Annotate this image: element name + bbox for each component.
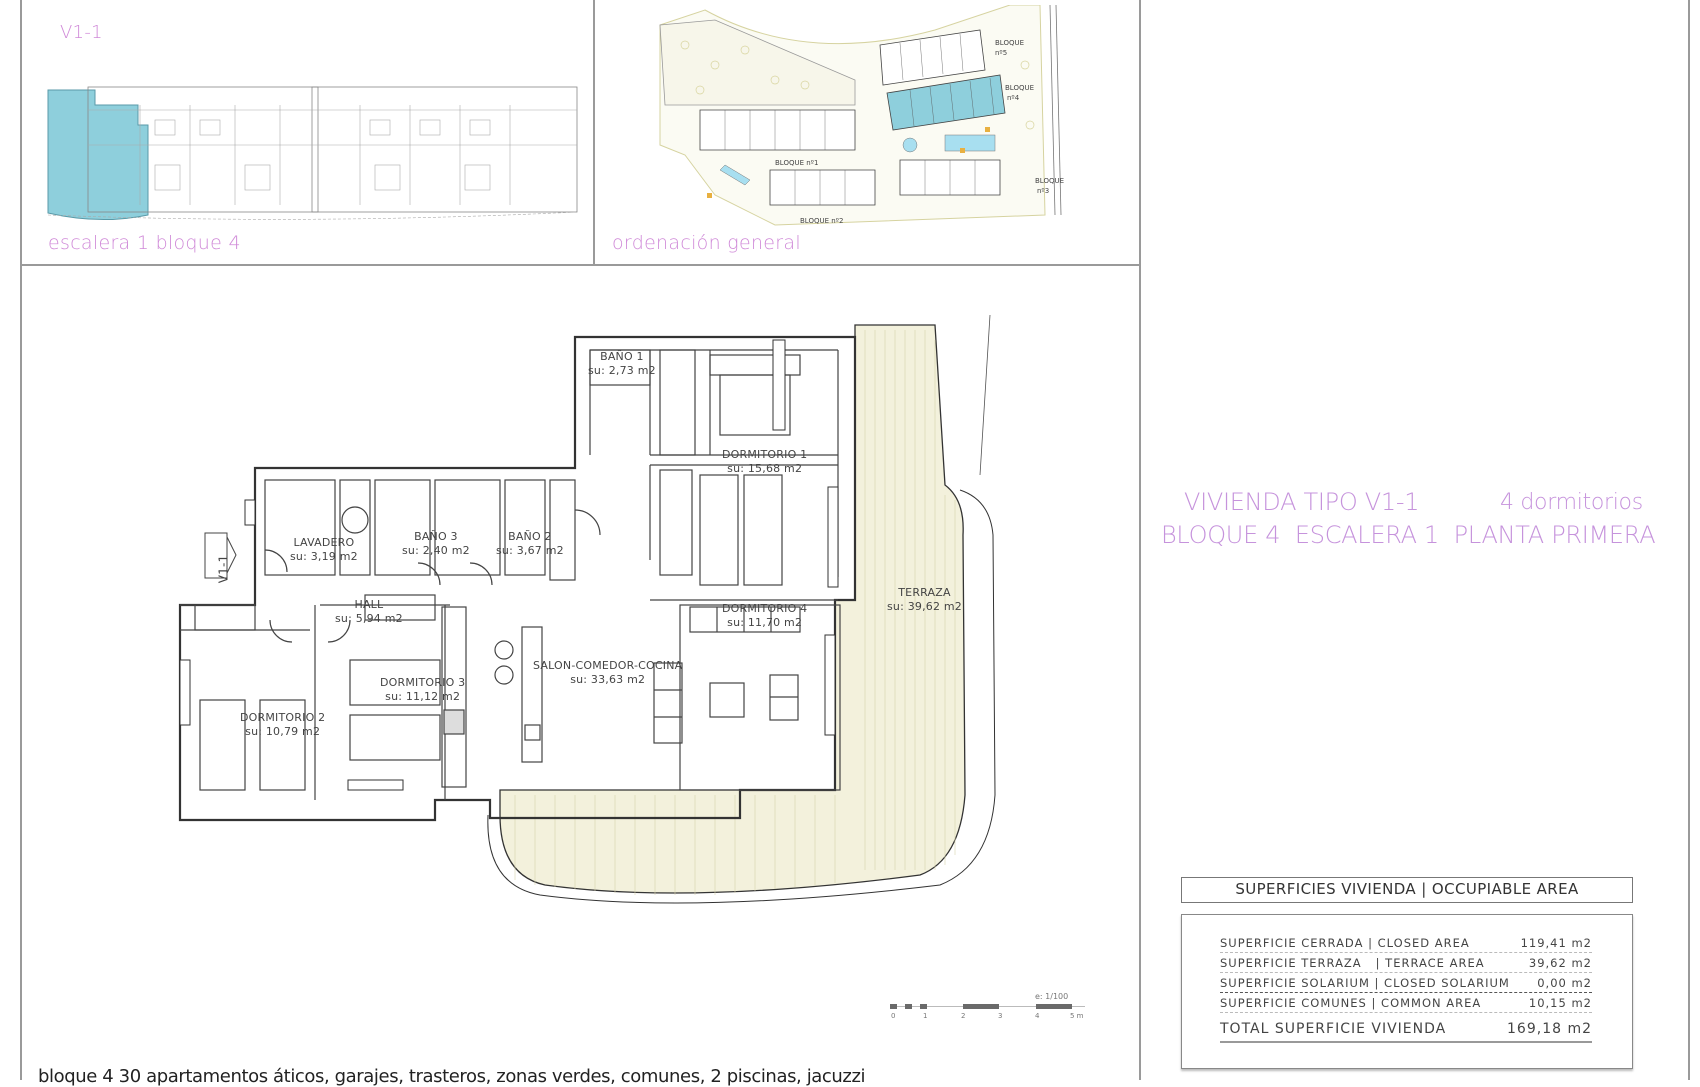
svg-text:BLOQUE: BLOQUE bbox=[1035, 177, 1064, 185]
title-location: BLOQUE 4 ESCALERA 1 PLANTA PRIMERA bbox=[1161, 521, 1656, 549]
scale-tick: 2 bbox=[961, 1012, 966, 1020]
scale-bar: e: 1/100 0 1 2 3 4 5 m bbox=[890, 992, 1090, 1034]
scale-tick: 0 bbox=[891, 1012, 896, 1020]
svg-text:nº3: nº3 bbox=[1037, 187, 1049, 195]
frame-right-border bbox=[1688, 0, 1690, 1080]
svg-text:BLOQUE nº2: BLOQUE nº2 bbox=[800, 217, 843, 225]
scale-tick: 1 bbox=[923, 1012, 928, 1020]
top-panel-bottom-line bbox=[20, 264, 1141, 266]
scale-segment bbox=[963, 1004, 999, 1009]
scale-segment bbox=[1036, 1004, 1072, 1009]
thumb-caption-left: escalera 1 bloque 4 bbox=[48, 232, 241, 254]
thumb-caption-right: ordenación general bbox=[612, 232, 801, 254]
block-4-floor-thumbnail bbox=[47, 86, 578, 221]
svg-text:BLOQUE nº1: BLOQUE nº1 bbox=[775, 159, 818, 167]
svg-text:nº4: nº4 bbox=[1007, 94, 1020, 102]
scale-segment bbox=[920, 1004, 927, 1009]
scale-label: e: 1/100 bbox=[1035, 992, 1069, 1001]
svg-text:nº5: nº5 bbox=[995, 49, 1007, 57]
title-type: VIVIENDA TIPO V1-1 bbox=[1184, 488, 1420, 516]
scale-tick: 4 bbox=[1035, 1012, 1040, 1020]
scale-tick: 3 bbox=[998, 1012, 1003, 1020]
thumb-divider bbox=[593, 0, 595, 265]
frame-left-border bbox=[20, 0, 22, 1080]
scale-tick: 5 m bbox=[1070, 1012, 1084, 1020]
frame-center-divider bbox=[1139, 0, 1141, 1080]
footer-description: bloque 4 30 apartamentos áticos, garajes… bbox=[38, 1066, 866, 1087]
site-plan-thumbnail: BLOQUE nº5 BLOQUE nº4 BLOQUE nº1 BLOQUE nº… bbox=[659, 5, 1064, 226]
floor-plan-drawing bbox=[178, 315, 996, 904]
svg-text:BLOQUE: BLOQUE bbox=[995, 39, 1024, 47]
entry-tag-label: V1-1 bbox=[216, 554, 231, 584]
scale-segment bbox=[890, 1004, 897, 1009]
title-bedrooms: 4 dormitorios bbox=[1500, 490, 1643, 515]
areas-table-header: SUPERFICIES VIVIENDA | OCCUPIABLE AREA bbox=[1181, 877, 1633, 903]
thumb-code-label: V1-1 bbox=[60, 22, 103, 43]
scale-segment bbox=[905, 1004, 912, 1009]
svg-text:BLOQUE: BLOQUE bbox=[1005, 84, 1034, 92]
